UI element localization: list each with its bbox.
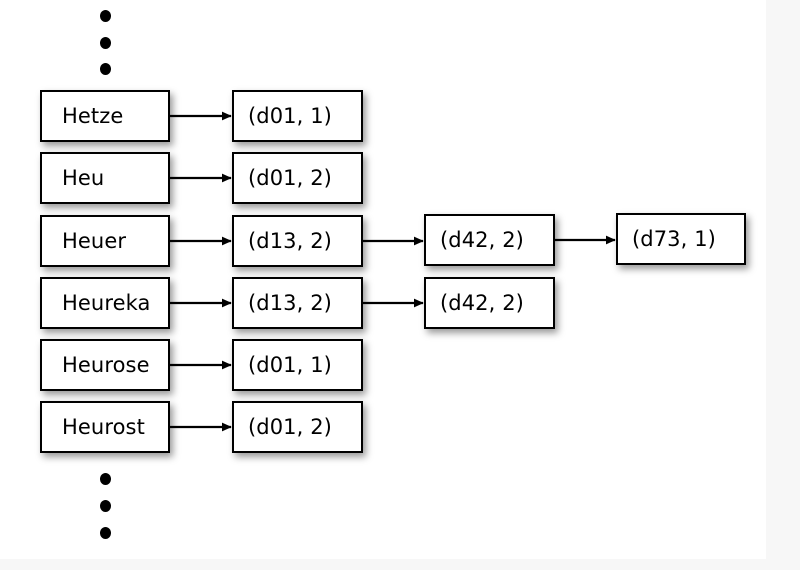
posting-box-heuer-2[interactable]: (d42, 2) xyxy=(424,214,555,266)
posting-label: (d42, 2) xyxy=(440,290,524,315)
term-label: Hetze xyxy=(62,103,124,128)
posting-box-hetze-1[interactable]: (d01, 1) xyxy=(232,90,363,142)
term-box-hetze[interactable]: Hetze xyxy=(40,90,170,142)
term-box-heureka[interactable]: Heureka xyxy=(40,277,170,329)
term-box-heu[interactable]: Heu xyxy=(40,152,170,204)
term-label: Heureka xyxy=(62,290,151,315)
posting-label: (d42, 2) xyxy=(440,227,524,252)
posting-box-heuer-1[interactable]: (d13, 2) xyxy=(232,215,363,267)
ellipsis-bottom xyxy=(100,470,120,550)
posting-label: (d13, 2) xyxy=(248,228,332,253)
posting-label: (d01, 2) xyxy=(248,414,332,439)
posting-box-heurose-1[interactable]: (d01, 1) xyxy=(232,339,363,391)
term-label: Heu xyxy=(62,165,105,190)
posting-label: (d01, 1) xyxy=(248,103,332,128)
ellipsis-dot xyxy=(100,37,111,49)
posting-box-heureka-1[interactable]: (d13, 2) xyxy=(232,277,363,329)
posting-label: (d73, 1) xyxy=(632,226,716,251)
ellipsis-dot xyxy=(100,500,111,512)
ellipsis-dot xyxy=(100,10,111,22)
term-label: Heurost xyxy=(62,414,145,439)
posting-label: (d01, 1) xyxy=(248,352,332,377)
term-label: Heurose xyxy=(62,352,150,377)
ellipsis-dot xyxy=(100,527,111,539)
term-box-heuer[interactable]: Heuer xyxy=(40,215,170,267)
posting-label: (d01, 2) xyxy=(248,165,332,190)
posting-box-heuer-3[interactable]: (d73, 1) xyxy=(616,213,746,265)
term-box-heurose[interactable]: Heurose xyxy=(40,339,170,391)
term-box-heurost[interactable]: Heurost xyxy=(40,401,170,453)
ellipsis-dot xyxy=(100,63,111,75)
posting-box-heu-1[interactable]: (d01, 2) xyxy=(232,152,363,204)
ellipsis-top xyxy=(100,0,120,85)
posting-box-heureka-2[interactable]: (d42, 2) xyxy=(424,277,555,329)
ellipsis-dot xyxy=(100,473,111,485)
posting-label: (d13, 2) xyxy=(248,290,332,315)
term-label: Heuer xyxy=(62,228,127,253)
posting-box-heurost-1[interactable]: (d01, 2) xyxy=(232,401,363,453)
